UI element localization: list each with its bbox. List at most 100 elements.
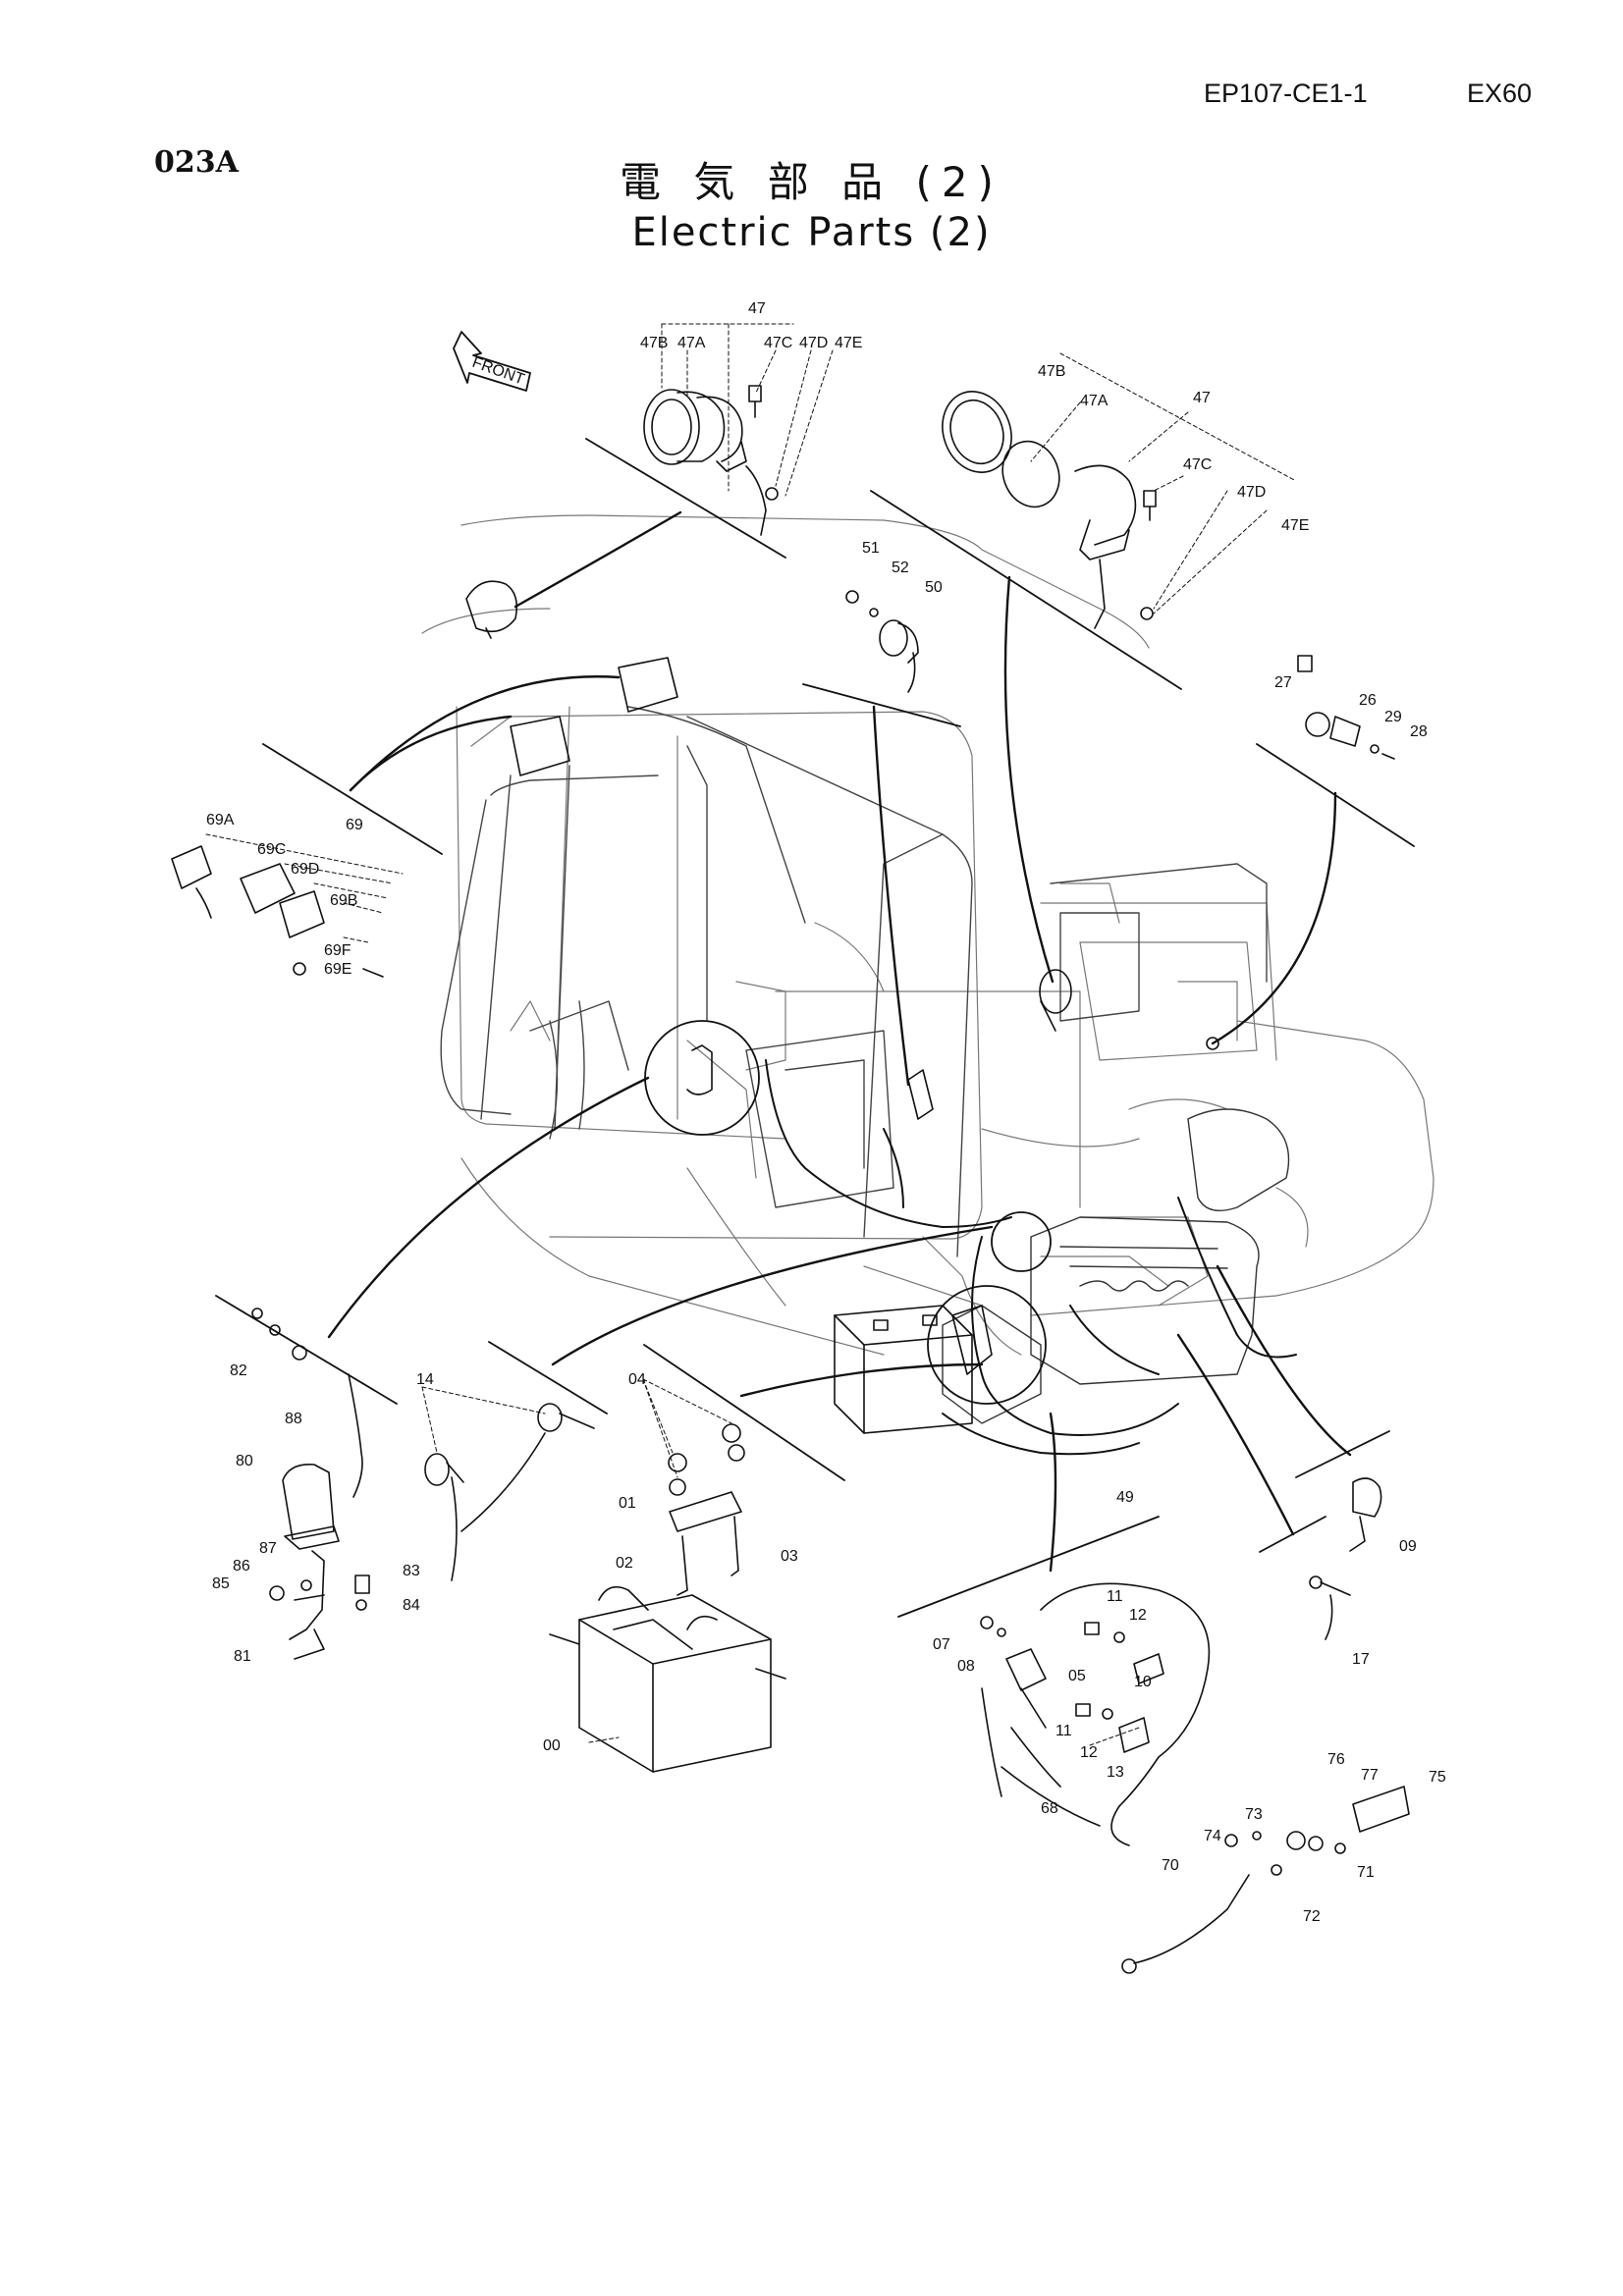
title-japanese: 電 気 部 品 (2) <box>620 158 1003 206</box>
callout-52: 52 <box>892 560 909 576</box>
callout-75: 75 <box>1429 1769 1446 1786</box>
document-code: EP107-CE1-1 <box>1204 79 1368 108</box>
callout-47-right: 47 <box>1193 390 1211 406</box>
detail-circle-connector <box>991 1211 1052 1272</box>
battery-00 <box>549 1585 786 1773</box>
callout-69f: 69F <box>324 942 352 959</box>
callout-47d-top: 47D <box>799 335 828 351</box>
battery-installed <box>834 1305 973 1434</box>
callout-47b-right: 47B <box>1038 363 1065 380</box>
callout-47e-top: 47E <box>835 335 862 351</box>
callout-01: 01 <box>619 1495 636 1512</box>
callout-04: 04 <box>628 1371 646 1388</box>
relay-harness-68 <box>980 1582 1211 1846</box>
callout-83: 83 <box>403 1563 420 1579</box>
cab-lamp-50 <box>845 590 919 693</box>
relay-detail <box>951 1305 993 1375</box>
callout-49: 49 <box>1116 1489 1134 1506</box>
battery-clamp <box>668 1423 745 1596</box>
horn-assembly-80 <box>251 1308 370 1660</box>
callout-84: 84 <box>403 1597 420 1614</box>
callout-47a-top: 47A <box>677 335 706 351</box>
callout-17: 17 <box>1352 1651 1370 1668</box>
callout-47c-top: 47C <box>764 335 792 351</box>
switch-assembly-26 <box>1297 655 1395 760</box>
callout-69: 69 <box>346 817 363 833</box>
callout-51: 51 <box>862 540 880 557</box>
callout-13: 13 <box>1107 1764 1124 1781</box>
callout-86: 86 <box>233 1558 250 1575</box>
callout-88: 88 <box>285 1411 302 1427</box>
callout-85: 85 <box>212 1575 230 1592</box>
callout-12-a: 12 <box>1129 1607 1147 1624</box>
callout-77: 77 <box>1361 1767 1379 1784</box>
callout-07: 07 <box>933 1636 950 1653</box>
callout-14: 14 <box>416 1371 434 1388</box>
callout-76: 76 <box>1327 1751 1345 1768</box>
callout-47d-right: 47D <box>1237 484 1266 501</box>
callout-47b-top: 47B <box>640 335 668 351</box>
cab-frame <box>440 706 1268 1257</box>
callout-27: 27 <box>1274 674 1292 691</box>
callout-69c: 69C <box>257 841 286 858</box>
callout-47-top: 47 <box>748 300 766 317</box>
callout-70: 70 <box>1162 1857 1179 1874</box>
callout-12-b: 12 <box>1080 1744 1098 1761</box>
callout-labels: 47 47B 47A 47C 47D 47E 47B 47A 47 47C 47… <box>206 300 1446 1925</box>
label-leader-lines <box>205 323 1297 1746</box>
callout-74: 74 <box>1204 1828 1221 1844</box>
detail-circle-relay <box>927 1285 1047 1405</box>
work-lamp-69 <box>171 845 384 978</box>
callout-50: 50 <box>925 579 943 596</box>
callout-71: 71 <box>1357 1864 1375 1881</box>
callout-69a: 69A <box>206 812 235 828</box>
callout-80: 80 <box>236 1453 253 1469</box>
callout-82: 82 <box>230 1362 247 1379</box>
connector-on-cab <box>907 1069 934 1120</box>
callout-10: 10 <box>1134 1674 1152 1690</box>
callout-03: 03 <box>781 1548 798 1565</box>
callout-panel-frames <box>215 438 1415 1618</box>
callout-47c-right: 47C <box>1183 456 1212 473</box>
callout-02: 02 <box>616 1555 633 1572</box>
leader-lines <box>327 510 1352 1573</box>
detail-circle-cab <box>644 1020 760 1136</box>
right-lamp-assembly <box>942 391 1157 629</box>
callout-09: 09 <box>1399 1538 1417 1555</box>
callout-05: 05 <box>1068 1668 1086 1684</box>
horn-on-machine <box>1039 969 1072 1032</box>
callout-69b: 69B <box>330 892 357 909</box>
callout-68: 68 <box>1041 1800 1058 1817</box>
cab-bracket-detail <box>686 1044 713 1095</box>
sensor-17 <box>1309 1575 1351 1640</box>
title-english: Electric Parts (2) <box>631 210 992 255</box>
front-arrow <box>453 331 531 392</box>
callout-11-b: 11 <box>1055 1723 1072 1739</box>
callout-47a-right: 47A <box>1080 393 1109 409</box>
switch-assembly-70 <box>1121 1786 1410 1974</box>
callout-00: 00 <box>543 1737 561 1754</box>
top-lamp-assembly <box>643 385 779 536</box>
engine-block <box>942 1108 1290 1424</box>
switch-14 <box>424 1403 595 1581</box>
front-arrow-label: FRONT <box>470 354 527 389</box>
callout-72: 72 <box>1303 1908 1321 1925</box>
callout-81: 81 <box>234 1648 251 1665</box>
callout-11-a: 11 <box>1107 1588 1123 1605</box>
callout-87: 87 <box>259 1540 277 1557</box>
sensor-on-machine <box>1206 1037 1219 1050</box>
callout-47e-right: 47E <box>1281 517 1309 534</box>
callout-26: 26 <box>1359 692 1377 709</box>
callout-69e: 69E <box>324 961 352 978</box>
lamp-on-cab <box>465 580 518 639</box>
callout-29: 29 <box>1384 709 1402 725</box>
callout-08: 08 <box>957 1658 975 1675</box>
work-lights-on-machine <box>510 657 678 776</box>
page-code: 023A <box>154 145 239 180</box>
callout-69d: 69D <box>291 861 319 878</box>
callout-73: 73 <box>1245 1806 1263 1823</box>
horn-09 <box>1349 1477 1382 1552</box>
machine-outline <box>421 514 1434 1356</box>
callout-28: 28 <box>1410 723 1428 740</box>
